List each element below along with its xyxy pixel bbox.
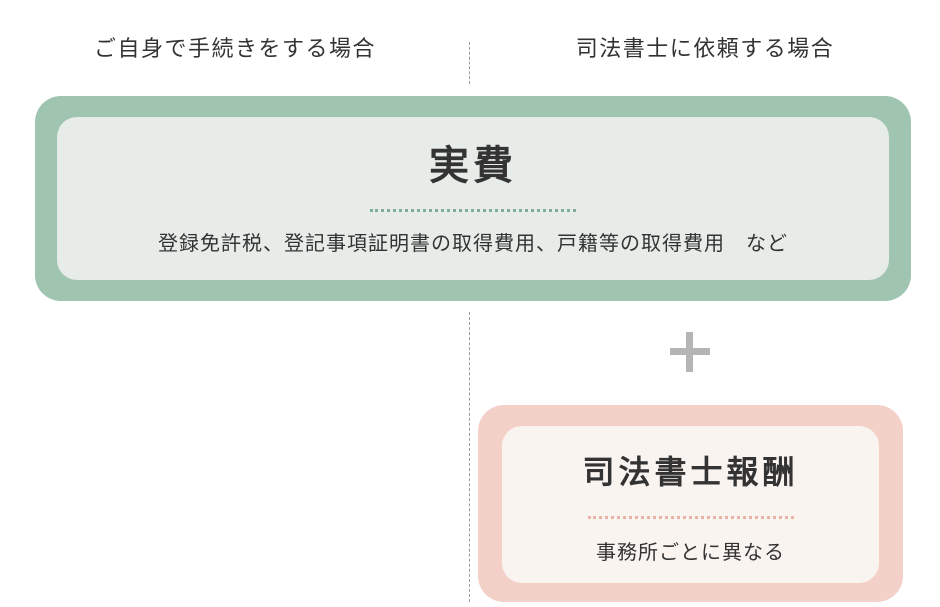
actual-cost-description: 登録免許税、登記事項証明書の取得費用、戸籍等の取得費用 など <box>158 231 788 255</box>
plus-icon-vertical-bar <box>686 332 693 372</box>
scrivener-fee-description: 事務所ごとに異なる <box>596 540 785 564</box>
plus-icon <box>670 332 710 372</box>
scrivener-fee-card: 司法書士報酬 事務所ごとに異なる <box>478 405 903 602</box>
scrivener-fee-dotted-divider <box>587 516 794 519</box>
scrivener-fee-card-inner: 司法書士報酬 事務所ごとに異なる <box>502 426 879 583</box>
column-header-scrivener: 司法書士に依頼する場合 <box>575 37 835 62</box>
actual-cost-dotted-divider <box>370 209 576 212</box>
column-header-self: ご自身で手続きをする場合 <box>93 37 376 62</box>
actual-cost-card: 実費 登録免許税、登記事項証明書の取得費用、戸籍等の取得費用 など <box>35 96 911 301</box>
actual-cost-card-inner: 実費 登録免許税、登記事項証明書の取得費用、戸籍等の取得費用 など <box>57 117 889 280</box>
scrivener-fee-title: 司法書士報酬 <box>582 453 799 491</box>
actual-cost-title: 実費 <box>429 143 517 189</box>
column-divider-bottom <box>469 312 470 602</box>
column-divider-top <box>469 42 470 84</box>
